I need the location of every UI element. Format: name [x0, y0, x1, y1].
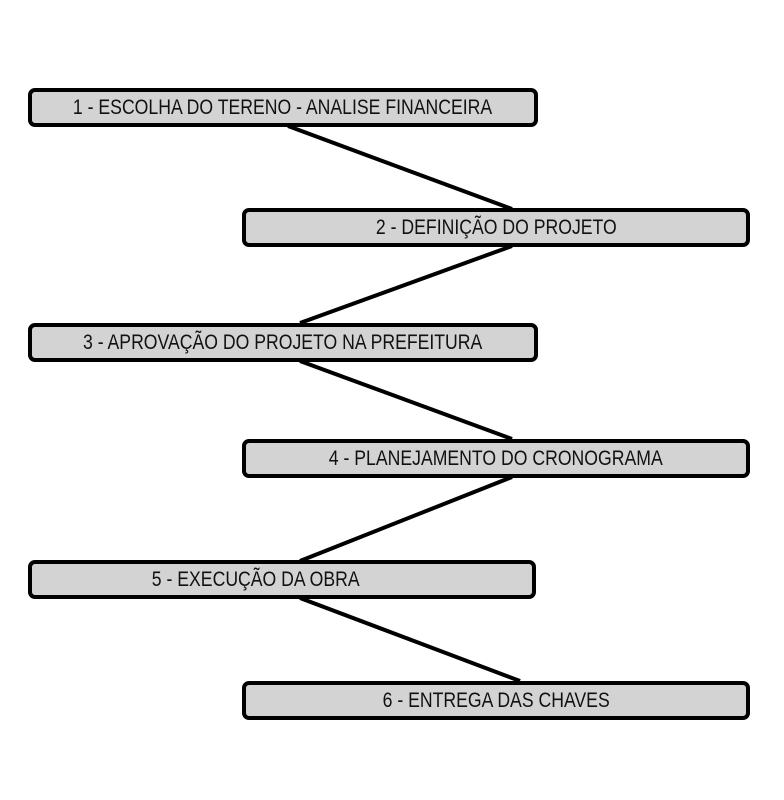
step-6-box: 6 - ENTREGA DAS CHAVES	[242, 681, 750, 720]
step-label: 6 - ENTREGA DAS CHAVES	[382, 688, 610, 712]
step-label: 2 - DEFINIÇÃO DO PROJETO	[375, 215, 617, 239]
connector-4-5	[299, 475, 513, 563]
step-label: 4 - PLANEJAMENTO DO CRONOGRAMA	[329, 446, 663, 470]
connector-3-4	[299, 359, 513, 441]
step-label: 1 - ESCOLHA DO TERENO - ANALISE FINANCEI…	[73, 95, 493, 119]
connector-1-2	[287, 124, 513, 211]
step-2-box: 2 - DEFINIÇÃO DO PROJETO	[242, 208, 750, 247]
step-4-box: 4 - PLANEJAMENTO DO CRONOGRAMA	[242, 439, 750, 478]
step-label: 3 - APROVAÇÃO DO PROJETO NA PREFEITURA	[83, 330, 483, 354]
step-3-box: 3 - APROVAÇÃO DO PROJETO NA PREFEITURA	[28, 323, 538, 362]
connector-5-6	[299, 596, 521, 683]
step-1-box: 1 - ESCOLHA DO TERENO - ANALISE FINANCEI…	[28, 88, 538, 127]
connector-2-3	[299, 244, 513, 325]
step-label: 5 - EXECUÇÃO DA OBRA	[151, 567, 360, 591]
step-5-box: 5 - EXECUÇÃO DA OBRA	[28, 560, 536, 599]
